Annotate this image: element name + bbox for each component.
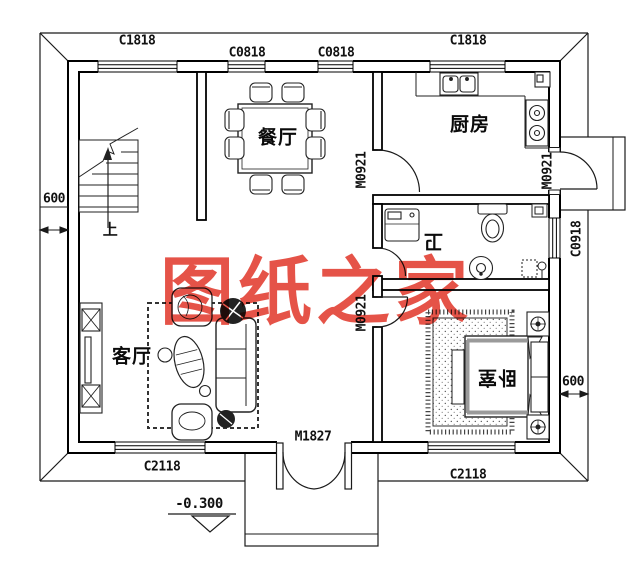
- tv-cabinet: [79, 302, 103, 414]
- toilet: [477, 203, 508, 243]
- level-marker-symbol: [168, 513, 236, 533]
- door-label-kitchen-outer: M0921: [540, 152, 556, 190]
- room-label-living: 客厅: [111, 345, 153, 368]
- coffee-table: [173, 335, 205, 389]
- stairs: [78, 127, 139, 228]
- window-label-bottom-left: C2118: [143, 459, 181, 475]
- eave-outline: [39, 32, 589, 482]
- wall-openings: [98, 59, 561, 455]
- dining-chairs: [224, 82, 326, 195]
- exterior-landing: [559, 136, 626, 211]
- flue: [534, 71, 551, 88]
- room-label-kitchen: 厨房: [449, 113, 491, 136]
- dimension-left: [38, 206, 70, 234]
- bathroom-vent: [531, 203, 548, 218]
- door-entrance: [275, 442, 353, 490]
- wash-basin: [468, 255, 494, 281]
- shower-head: [521, 259, 547, 278]
- window-label-bath-right: C0918: [569, 220, 585, 258]
- sofa: [215, 317, 257, 413]
- door-label-bath: M0921: [354, 294, 370, 332]
- window-label-top-mid-left: C0818: [228, 45, 266, 61]
- dimension-right: [558, 390, 590, 398]
- porch-steps: [244, 452, 379, 547]
- door-kitchen-outer: [548, 147, 598, 195]
- level-label: -0.300: [175, 496, 223, 512]
- bed: [464, 335, 549, 418]
- door-label-kitchen-inner: M0921: [354, 151, 370, 189]
- room-label-dining: 餐厅: [257, 126, 299, 149]
- door-kitchen-inner: [377, 149, 421, 193]
- door-label-entrance: M1827: [294, 429, 332, 445]
- window-label-top-left: C1818: [118, 33, 156, 49]
- plant-small: [217, 410, 235, 428]
- armchair-top: [171, 287, 213, 327]
- dimension-label-left: 600: [43, 191, 65, 207]
- kitchen-stove: [525, 99, 549, 147]
- window-bottom-left: [114, 441, 206, 454]
- nightstand-bottom: [526, 414, 550, 440]
- window-bottom-right: [427, 441, 516, 454]
- armchair-bottom: [171, 403, 213, 441]
- dining-table: [237, 103, 313, 174]
- nightstand-top: [526, 311, 550, 337]
- window-top-mid-right: [317, 60, 354, 73]
- stairs-up-label: 上: [102, 220, 118, 239]
- kitchen-sink: [439, 72, 479, 96]
- room-label-bath: 卫: [422, 230, 444, 253]
- plant-large: [220, 298, 246, 324]
- window-label-top-mid-right: C0818: [317, 45, 355, 61]
- kitchen-counter: [415, 72, 549, 149]
- door-bedroom: [377, 296, 409, 328]
- window-label-top-right: C1818: [449, 33, 487, 49]
- dimension-label-right: 600: [562, 374, 584, 390]
- window-label-bottom-right: C2118: [449, 467, 487, 483]
- window-bath-right: [548, 217, 561, 259]
- window-top-mid-left: [227, 60, 266, 73]
- room-label-bedroom: 卧室: [476, 366, 518, 389]
- door-bath: [377, 247, 407, 277]
- window-top-left: [97, 60, 178, 73]
- washing-machine: [384, 208, 420, 242]
- stool: [157, 347, 212, 398]
- bed-bench: [451, 349, 465, 405]
- window-top-right: [429, 60, 506, 73]
